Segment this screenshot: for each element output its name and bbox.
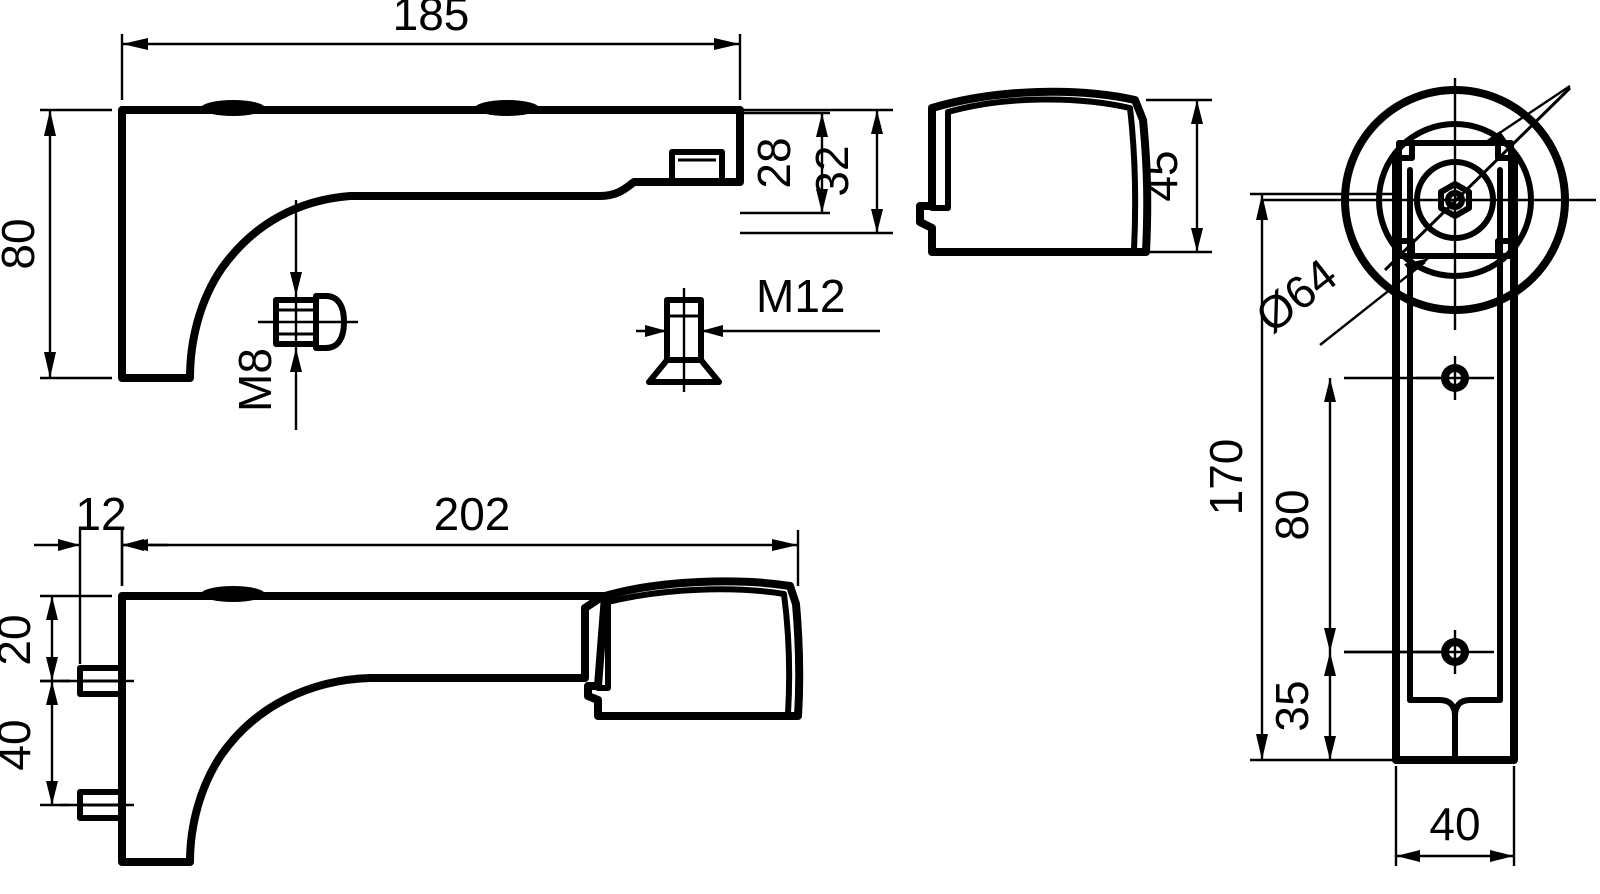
front-square-plate [1396, 140, 1514, 259]
dim-80-left: 80 [0, 108, 112, 380]
dim-40-bottom: 40 [1394, 766, 1516, 866]
plan-bolt-upper [60, 665, 134, 697]
front-section-diagonal [1383, 86, 1572, 272]
side-elevation-view: 185 80 28 [0, 0, 893, 430]
dim-28-label: 28 [748, 137, 800, 188]
plan-bottom-view: 202 12 20 [0, 488, 804, 866]
dim-185: 185 [120, 0, 742, 100]
front-foot-left [1407, 697, 1458, 761]
plan-cap-left-step [595, 599, 611, 691]
cap-left-step [929, 109, 951, 211]
dim-170-label: 170 [1200, 439, 1252, 516]
m8-label: M8 [229, 348, 281, 412]
dim-35-label: 35 [1266, 680, 1318, 731]
plan-bracket-profile [118, 592, 609, 866]
dim-40: 40 [0, 679, 70, 807]
dim-202-label: 202 [434, 488, 511, 540]
bracket-side-profile [118, 106, 744, 382]
top-boss-right [475, 100, 539, 116]
m8-fastener-detail: M8 [229, 200, 358, 430]
dim-28: 28 [740, 111, 830, 215]
cap-section-view: 45 [916, 87, 1212, 256]
dim-40-label: 40 [0, 719, 40, 770]
bracket-tab-detail [669, 149, 725, 185]
dim-32: 32 [740, 108, 893, 235]
dim-35: 35 [1266, 650, 1440, 760]
dim-20: 20 [0, 594, 112, 683]
dim-80-right-label: 80 [1266, 489, 1318, 540]
dim-45: 45 [1135, 98, 1212, 254]
front-notch-br [1495, 238, 1514, 259]
cap-inner-profile [945, 96, 1139, 253]
front-notch-bl [1396, 238, 1415, 259]
dim-32-label: 32 [806, 145, 858, 196]
plan-bolt-lower [60, 789, 134, 821]
plan-top-boss [201, 586, 265, 602]
cap-outer-profile [916, 87, 1152, 256]
dim-80-left-label: 80 [0, 218, 44, 269]
dim-12-label: 12 [75, 488, 126, 540]
dim-40-bottom-label: 40 [1429, 798, 1480, 850]
dim-202: 202 [120, 488, 800, 586]
plan-cap-inner-line [605, 586, 793, 717]
dim-80-right: 80 [1266, 376, 1440, 654]
m12-label: M12 [756, 270, 845, 322]
dim-45-label: 45 [1135, 150, 1187, 201]
dim-185-label: 185 [393, 0, 470, 40]
front-foot-right [1452, 697, 1503, 761]
dim-12: 12 [34, 488, 168, 664]
front-notch-tl [1396, 140, 1415, 161]
plan-cap-body [584, 577, 804, 720]
dim-170: 170 [1200, 192, 1396, 762]
front-view: Ø64 170 80 [1200, 78, 1596, 866]
dim-20-label: 20 [0, 614, 40, 665]
top-boss-left [201, 100, 265, 116]
m12-fastener-detail: M12 [636, 270, 880, 392]
